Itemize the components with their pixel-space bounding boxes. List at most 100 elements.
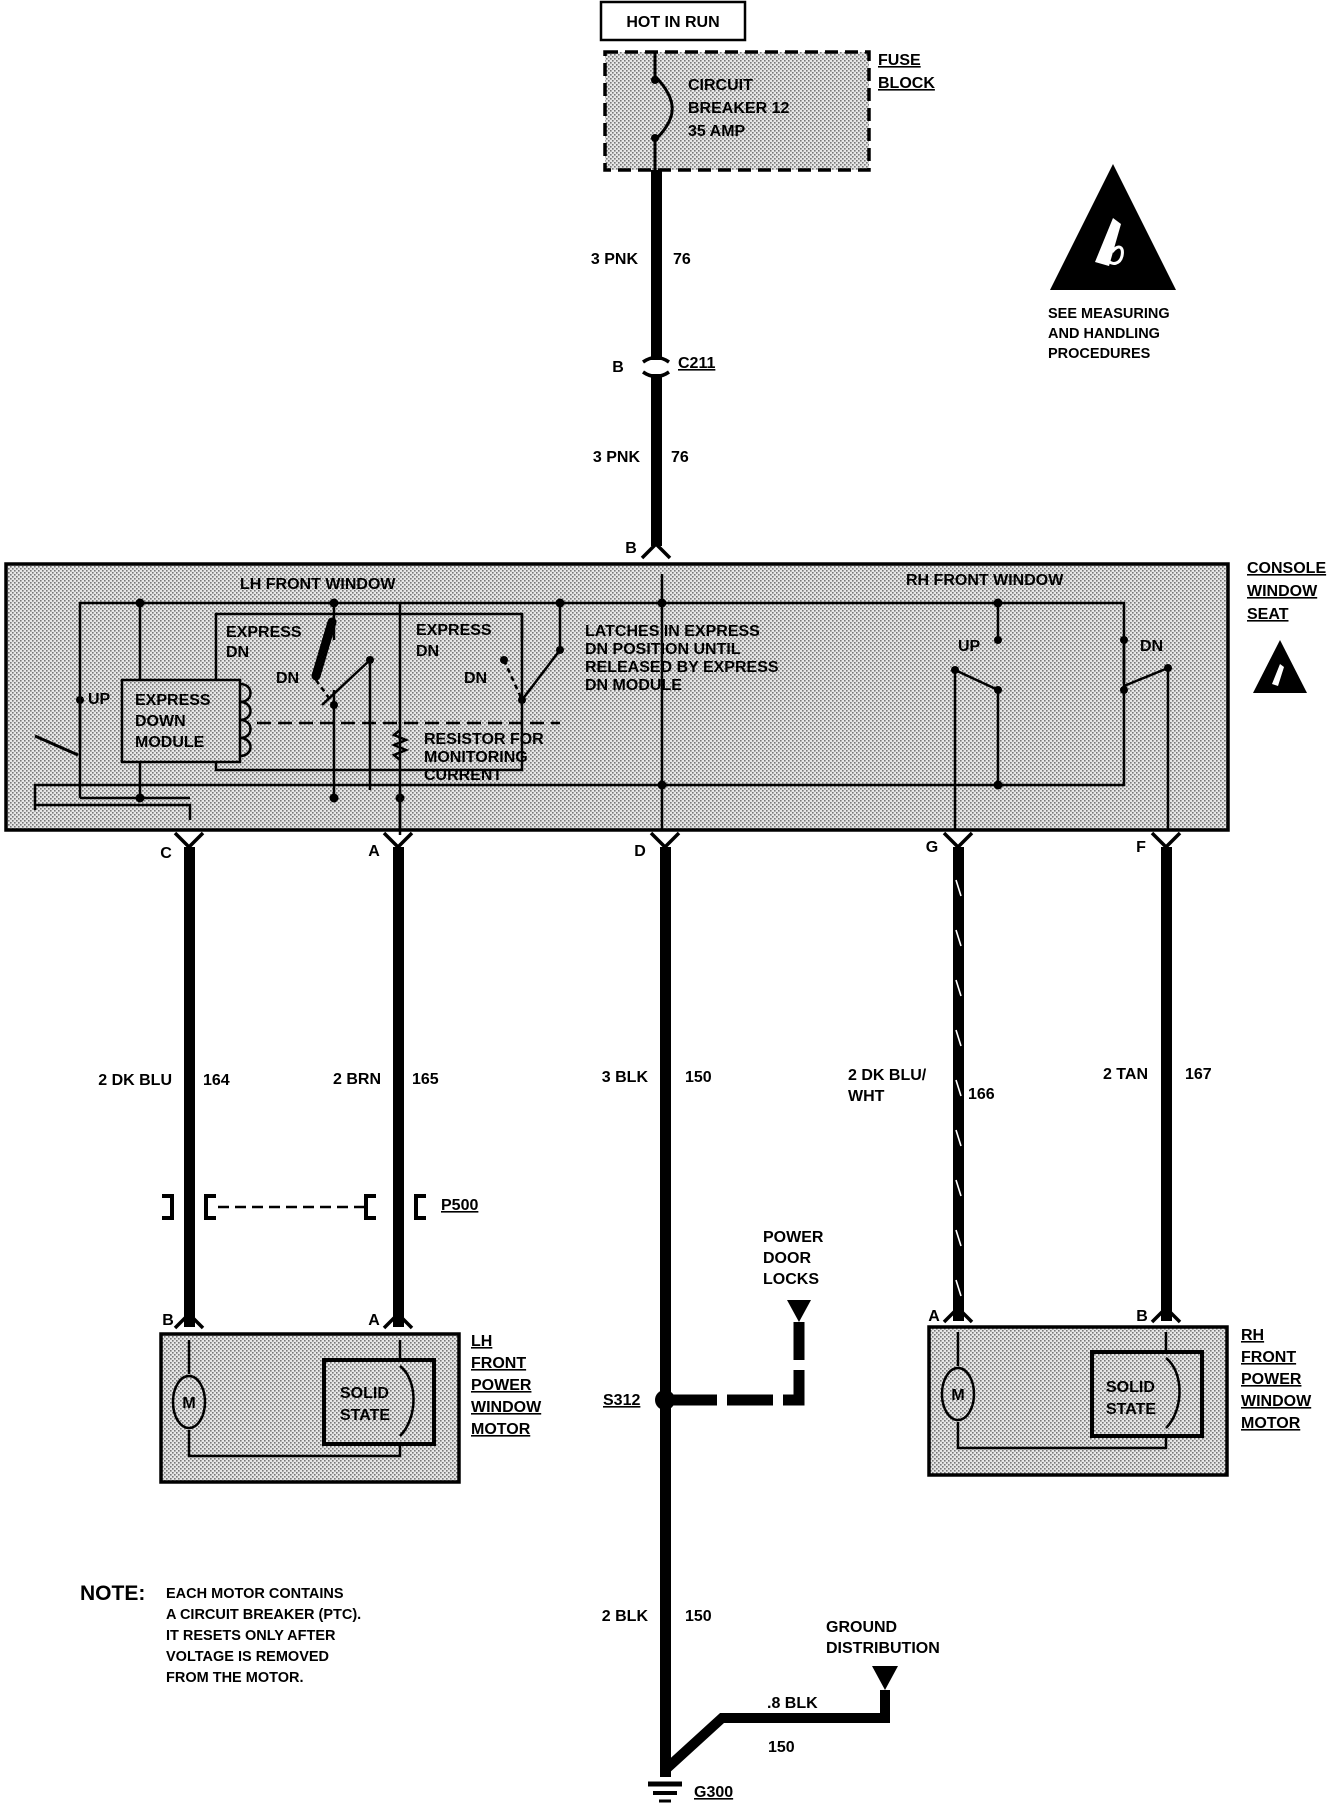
module-input-connector [640, 541, 672, 560]
module-input-pin: B [625, 540, 637, 557]
wire-feed-top-color: 3 PNK [591, 251, 639, 268]
wire-ground-branch-color: .8 BLK [767, 1695, 818, 1712]
lh-motor-m: M [182, 1395, 195, 1412]
wire-ground-lower-circuit: 150 [685, 1608, 712, 1625]
g300-label: G300 [694, 1784, 733, 1801]
monitoring-resistor [390, 729, 410, 761]
lh-motor-label-line3: POWER [471, 1377, 532, 1394]
junction-dots [76, 598, 1172, 803]
ground-distribution-line1: GROUND [826, 1619, 897, 1636]
note-heading: NOTE: [80, 1582, 145, 1605]
lh-motor-pin-a-label: A [368, 1312, 380, 1329]
wire-feed-mid [651, 374, 662, 546]
wire-rh-g-stripe [955, 879, 962, 1297]
rh-front-window-label: RH FRONT WINDOW [906, 572, 1064, 589]
rh-motor-symbol [940, 1366, 976, 1422]
wire-rh-g [953, 847, 964, 1321]
wire-door-locks-branch [671, 1322, 805, 1406]
up-lh-label: UP [88, 691, 111, 708]
s312-splice [655, 1390, 675, 1410]
power-door-locks-arrow [787, 1300, 811, 1322]
breaker-label-line3: 35 AMP [688, 123, 746, 140]
wire-feed-mid-color: 3 PNK [593, 449, 641, 466]
p500-label: P500 [441, 1197, 478, 1214]
ground-distribution-line2: DISTRIBUTION [826, 1640, 940, 1657]
wire-rh-g-color-line1: 2 DK BLU/ [848, 1067, 927, 1084]
module-output-connectors [173, 831, 1182, 850]
lh-motor-symbol [171, 1374, 207, 1430]
lh-motor-label-line4: WINDOW [471, 1399, 542, 1416]
breaker-label-line1: CIRCUIT [688, 77, 753, 94]
hot-in-run-box [599, 0, 747, 42]
dn-1-label: DN [276, 670, 299, 687]
rh-motor-pin-a [942, 1305, 974, 1324]
console-label-line1: CONSOLE [1247, 560, 1326, 577]
lh-motor-pin-b [173, 1311, 205, 1330]
lh-motor-label-line2: FRONT [471, 1355, 526, 1372]
latches-note-line3: RELEASED BY EXPRESS [585, 659, 779, 676]
wire-lh-a-circuit: 165 [412, 1071, 439, 1088]
wire-ground-lower-color: 2 BLK [602, 1608, 649, 1625]
rh-motor-pin-a-label: A [928, 1308, 940, 1325]
wire-lh-c-circuit: 164 [203, 1072, 230, 1089]
lh-motor-label-line5: MOTOR [471, 1421, 531, 1438]
lh-motor-pin-a [382, 1311, 414, 1330]
esd-caution-line2: AND HANDLING [1048, 326, 1160, 342]
express-dn-2-line1: EXPRESS [416, 622, 492, 639]
fuse-block-label-line1: FUSE [878, 52, 921, 69]
esd-warning-icon [1050, 164, 1176, 290]
rh-motor-label-line4: WINDOW [1241, 1393, 1312, 1410]
express-down-module-line3: MODULE [135, 734, 205, 751]
note-line1: EACH MOTOR CONTAINS [166, 1586, 344, 1602]
express-down-module-line2: DOWN [135, 713, 186, 730]
hot-in-run-label: HOT IN RUN [626, 14, 719, 31]
power-door-locks-line2: DOOR [763, 1250, 811, 1267]
resistor-note-line1: RESISTOR FOR [424, 731, 544, 748]
lh-motor-label-line1: LH [471, 1333, 492, 1350]
esd-small-icon [1253, 640, 1307, 693]
pin-d-label: D [634, 843, 646, 860]
resistor-note-line2: MONITORING [424, 749, 528, 766]
breaker-label-line2: BREAKER 12 [688, 100, 789, 117]
wire-lh-c [184, 847, 195, 1327]
wire-feed-top [651, 170, 662, 360]
note-line3: IT RESETS ONLY AFTER [166, 1628, 336, 1644]
wire-ground-d-color: 3 BLK [602, 1069, 649, 1086]
express-switch-dashed [314, 659, 1126, 706]
c211-pin: B [612, 359, 624, 376]
rh-solid-state-line2: STATE [1106, 1401, 1156, 1418]
wire-rh-f [1161, 847, 1172, 1321]
up-rh-label: UP [958, 638, 981, 655]
latches-note-line4: DN MODULE [585, 677, 682, 694]
circuit-breaker-symbol [653, 74, 674, 142]
pin-a-label: A [368, 843, 380, 860]
express-down-module-line1: EXPRESS [135, 692, 211, 709]
power-door-locks-line1: POWER [763, 1229, 824, 1246]
wire-rh-f-color: 2 TAN [1103, 1066, 1148, 1083]
wire-rh-f-circuit: 167 [1185, 1066, 1212, 1083]
lh-front-window-label: LH FRONT WINDOW [240, 576, 396, 593]
wire-ground-branch-circuit: 150 [768, 1739, 795, 1756]
fuse-block [603, 50, 871, 172]
wire-lh-a [393, 847, 404, 1327]
rh-solid-state-line1: SOLID [1106, 1379, 1155, 1396]
wire-rh-g-circuit: 166 [968, 1086, 995, 1103]
relay-coil [239, 682, 252, 758]
fuse-block-label-line2: BLOCK [878, 75, 935, 92]
pin-c-label: C [160, 845, 172, 862]
rh-motor-label-line1: RH [1241, 1327, 1264, 1344]
rh-motor-m: M [951, 1387, 964, 1404]
rh-motor-label-line2: FRONT [1241, 1349, 1296, 1366]
wire-rh-g-color-line2: WHT [848, 1088, 885, 1105]
express-dn-switch-blade [311, 617, 337, 681]
express-dn-1-line2: DN [226, 644, 249, 661]
lh-motor-pin-b-label: B [162, 1312, 174, 1329]
note-line5: FROM THE MOTOR. [166, 1670, 303, 1686]
lh-solid-state-line2: STATE [340, 1407, 390, 1424]
note-line2: A CIRCUIT BREAKER (PTC). [166, 1607, 361, 1623]
pin-g-label: G [926, 839, 938, 856]
power-door-locks-line3: LOCKS [763, 1271, 819, 1288]
rh-motor-label-line3: POWER [1241, 1371, 1302, 1388]
pin-f-label: F [1136, 839, 1146, 856]
wire-ground-branch [661, 1690, 890, 1774]
